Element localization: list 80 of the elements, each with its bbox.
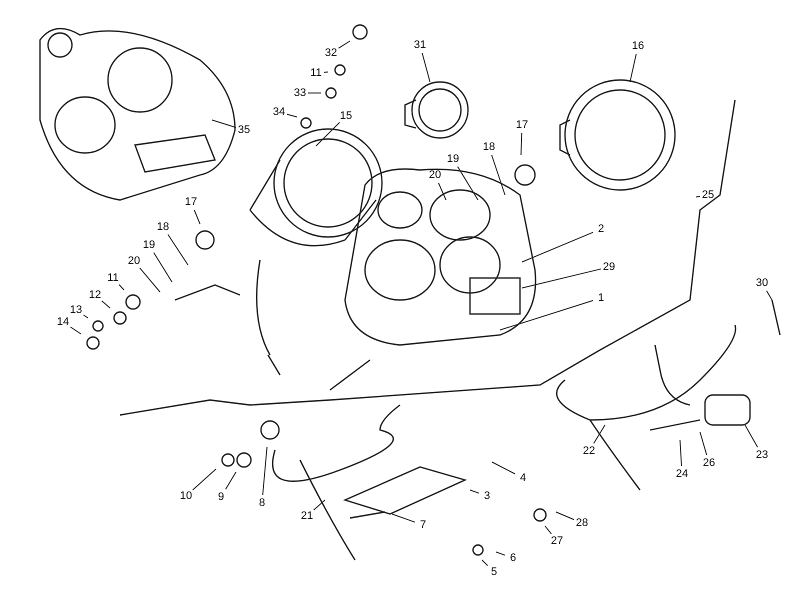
callout-number: 17 [184,196,198,208]
leader-line [680,440,682,466]
callout-number: 14 [56,316,70,328]
callout-number: 20 [128,255,140,267]
callout-number: 29 [602,261,616,273]
leader-line [544,526,552,534]
leader-line [262,446,268,496]
leader-line [118,284,124,290]
leader-line [101,300,110,308]
leader-line [167,234,188,266]
callout-number: 4 [520,472,526,484]
leader-line [392,514,416,523]
leader-line [522,268,602,288]
callout-number: 10 [180,490,192,502]
leader-line [286,114,298,118]
leader-line [153,252,172,282]
callout-number: 28 [576,517,588,529]
callout-number: 1 [598,292,604,304]
callout-number: 8 [258,497,266,509]
leader-line [482,560,488,566]
leader-line [225,472,236,490]
callout-number: 33 [294,87,306,99]
leader-line [766,290,772,300]
leader-line [457,166,478,200]
callout-number: 7 [420,519,426,531]
callout-number: 2 [598,223,604,235]
callout-number: 5 [490,566,498,578]
leader-line [324,72,328,73]
leader-line [338,40,350,49]
callout-number: 6 [510,552,516,564]
callout-number: 18 [156,221,170,233]
leader-line [316,122,340,146]
callout-number: 16 [632,40,644,52]
callout-number: 27 [550,535,564,547]
callout-number: 11 [310,67,322,79]
callout-number: 3 [484,490,490,502]
leader-line [438,182,446,200]
callout-number: 18 [482,141,496,153]
callout-number: 26 [702,457,716,469]
callout-number: 9 [218,491,224,503]
leader-line [630,54,637,82]
callout-number: 20 [428,169,442,181]
callout-number: 22 [582,445,596,457]
leader-line [496,552,506,556]
callout-number: 19 [446,153,460,165]
leader-line [422,52,430,82]
leader-line [212,120,236,128]
callout-number: 31 [414,39,426,51]
callout-number: 12 [88,289,102,301]
callout-number: 35 [238,124,250,136]
leader-line [313,500,326,511]
callout-number: 21 [300,510,314,522]
leader-line [556,512,574,520]
leader-line [593,424,606,444]
callout-number: 32 [324,47,338,59]
leader-line [194,210,200,224]
callout-number: 34 [272,106,286,118]
leader-line [700,432,708,456]
leader-line [520,132,522,156]
leader-line [491,154,506,196]
callout-number: 23 [756,449,768,461]
leader-line [492,462,516,474]
callout-number: 19 [142,239,156,251]
leader-line [500,300,594,330]
leader-line [470,490,480,494]
leader-line [83,314,88,318]
leader-line [744,424,758,448]
callout-number: 24 [676,468,688,480]
callout-number: 13 [70,304,82,316]
callout-number: 15 [340,110,352,122]
leader-line [70,326,82,334]
leader-line [696,196,700,198]
callout-number: 25 [702,189,714,201]
leader-line [308,92,322,94]
leader-line [192,468,216,490]
callout-number: 30 [756,277,768,289]
callout-number: 17 [516,119,528,131]
leader-line [139,267,160,292]
leader-line [522,232,594,262]
callout-number: 11 [107,272,119,284]
